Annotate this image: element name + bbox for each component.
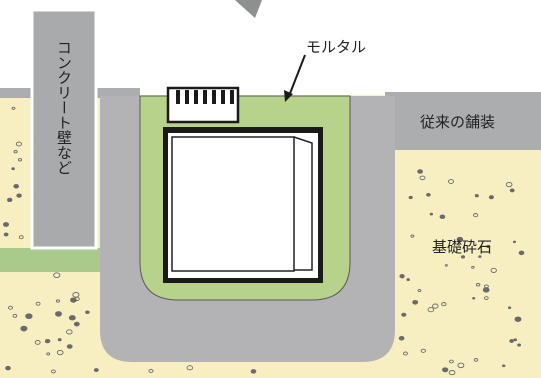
gravel-dot bbox=[509, 188, 515, 193]
gravel-dot bbox=[439, 214, 446, 220]
box-body bbox=[168, 133, 318, 278]
gravel-dot bbox=[66, 329, 73, 335]
gravel-dot bbox=[55, 299, 60, 303]
gravel-dot bbox=[505, 181, 513, 188]
gravel-dot bbox=[474, 194, 479, 198]
gravel-dot bbox=[472, 297, 476, 300]
gravel-dot bbox=[478, 255, 482, 258]
gravel-dot bbox=[53, 272, 61, 279]
gravel-dot bbox=[475, 283, 481, 287]
gravel-dot bbox=[473, 213, 479, 218]
gravel-dot bbox=[483, 296, 489, 300]
gravel-dot bbox=[471, 265, 475, 269]
gravel-dot bbox=[398, 336, 405, 341]
gravel-dot bbox=[419, 175, 426, 181]
gravel-dot bbox=[517, 343, 522, 347]
gravel-dot bbox=[406, 278, 410, 282]
gravel-dot bbox=[35, 301, 41, 306]
label-mortar: モルタル bbox=[306, 38, 366, 56]
gravel-dot bbox=[518, 250, 525, 256]
gravel-dot bbox=[448, 179, 454, 184]
ground-strip bbox=[0, 248, 100, 272]
gravel-dot bbox=[11, 167, 15, 171]
top-object bbox=[235, 0, 262, 18]
gravel-dot bbox=[513, 338, 518, 342]
gravel-dot bbox=[514, 316, 522, 322]
gravel-dot bbox=[429, 212, 434, 216]
gravel-dot bbox=[509, 339, 514, 343]
gravel-dot bbox=[8, 305, 13, 310]
gravel-dot bbox=[410, 234, 415, 238]
gravel-dot bbox=[68, 315, 76, 321]
gravel-dot bbox=[93, 368, 99, 373]
gravel-dot bbox=[501, 364, 506, 368]
gravel-dot bbox=[403, 351, 408, 356]
gravel-dot bbox=[444, 264, 448, 267]
gravel-dot bbox=[17, 158, 23, 162]
gravel-dot bbox=[5, 365, 11, 371]
gravel-dot bbox=[34, 340, 41, 345]
gravel-dot bbox=[448, 370, 456, 376]
gravel-dot bbox=[490, 267, 497, 273]
gravel-dot bbox=[46, 352, 51, 356]
concrete-wall bbox=[30, 8, 98, 250]
gravel-dot bbox=[50, 369, 56, 374]
gravel-dot bbox=[2, 222, 10, 227]
gravel-dot bbox=[3, 232, 9, 237]
gravel-dot bbox=[6, 197, 13, 203]
gravel-dot bbox=[57, 338, 62, 342]
gravel-dot bbox=[399, 274, 405, 279]
mortar-arrow bbox=[284, 54, 306, 102]
pavement-right bbox=[385, 92, 541, 150]
gravel-dot bbox=[426, 192, 431, 197]
label-pavement: 従来の舗装 bbox=[420, 113, 495, 131]
box-body-inner-line bbox=[171, 136, 295, 272]
gravel-dot bbox=[456, 236, 464, 242]
gravel-dot bbox=[45, 340, 49, 344]
gravel-dot bbox=[460, 255, 466, 259]
gravel-dot bbox=[25, 313, 33, 320]
gravel-dot bbox=[441, 302, 447, 307]
gravel-dot bbox=[56, 349, 64, 356]
gravel-dot bbox=[488, 195, 494, 200]
gravel-dot bbox=[16, 193, 22, 198]
gravel-dot bbox=[73, 321, 80, 327]
gravel-dot bbox=[432, 303, 439, 309]
gravel-dot bbox=[18, 235, 24, 240]
gravel-dot bbox=[15, 141, 22, 147]
gravel-dot bbox=[13, 150, 18, 154]
box-side-bevel bbox=[293, 136, 313, 271]
label-gravel: 基礎砕石 bbox=[432, 238, 492, 256]
gravel-dot bbox=[482, 287, 490, 293]
gravel-dot bbox=[442, 367, 449, 373]
grating-bars bbox=[176, 90, 234, 104]
gravel-dot bbox=[20, 325, 28, 332]
gravel-dots bbox=[2, 106, 525, 376]
gravel-dot bbox=[417, 288, 422, 293]
gravel-dot bbox=[186, 365, 194, 371]
gravel-dot bbox=[427, 307, 435, 313]
gravel-dot bbox=[486, 244, 491, 249]
gravel-dot bbox=[408, 195, 413, 200]
gravel-dot bbox=[13, 184, 20, 189]
gravel-dot bbox=[457, 362, 465, 369]
gravel-dot bbox=[66, 344, 73, 349]
gravel-dot bbox=[420, 348, 426, 353]
gravel-dot bbox=[250, 369, 257, 374]
gravel-dot bbox=[449, 359, 454, 364]
gravel-dot bbox=[72, 292, 80, 298]
gravel-dot bbox=[473, 358, 479, 362]
gravel-dot bbox=[55, 311, 62, 317]
gravel-dot bbox=[417, 169, 423, 174]
gravel-dot bbox=[401, 312, 407, 317]
gravel-dot bbox=[507, 306, 512, 310]
gravel-dot bbox=[412, 299, 419, 305]
gravel-dot bbox=[148, 368, 154, 373]
label-wall: コンクリート壁など bbox=[55, 40, 73, 175]
gravel-dot bbox=[11, 106, 16, 110]
gravel-dot bbox=[12, 313, 18, 318]
gravel-dot bbox=[512, 240, 517, 244]
gravel-dot bbox=[85, 310, 90, 314]
